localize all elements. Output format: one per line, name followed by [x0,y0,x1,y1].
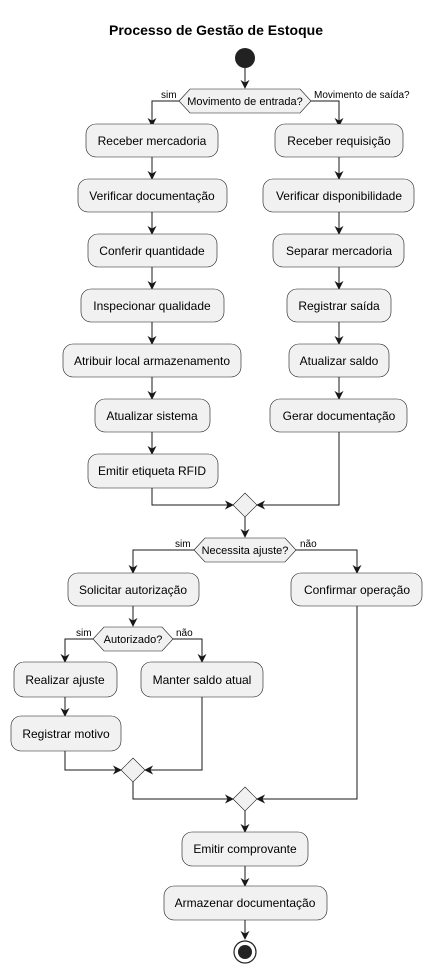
activity-label: Realizar ajuste [25,673,105,687]
activity-label: Registrar motivo [22,727,110,741]
edge-decision2-no [296,549,362,574]
edge-s6-merge1 [256,432,340,510]
activity-label: Atribuir local armazenamento [74,354,230,368]
activity-inspecionar-qualidade: Inspecionar qualidade [80,288,225,323]
activity-label: Emitir etiqueta RFID [98,464,206,478]
activity-armazenar-documentacao: Armazenar documentação [163,885,328,921]
merge-node-1 [232,492,258,518]
edge-decision2-yes [128,549,194,574]
activity-atualizar-saldo: Atualizar saldo [288,343,390,378]
activity-realizar-ajuste: Realizar ajuste [13,661,118,698]
diagram-title: Processo de Gestão de Estoque [109,22,323,38]
activity-label: Atualizar sistema [106,409,198,423]
activity-label: Conferir quantidade [99,244,205,258]
activity-label: Armazenar documentação [175,896,316,910]
edge-e7-merge1 [151,488,234,510]
activity-label: Separar mercadoria [286,244,392,258]
decision-necessita-ajuste: Necessita ajuste? [193,537,297,563]
activity-emitir-comprovante: Emitir comprovante [181,831,309,867]
decision-movimento-entrada: Movimento de entrada? [178,88,312,114]
decision1-no-label: Movimento de saída? [314,90,410,101]
decision3-question: Autorizado? [104,634,163,646]
activity-solicitar-autorizacao: Solicitar autorização [67,572,200,607]
activity-label: Solicitar autorização [79,583,187,597]
decision1-question: Movimento de entrada? [187,96,303,108]
activity-atribuir-local: Atribuir local armazenamento [62,343,242,378]
activity-label: Receber requisição [287,134,391,148]
decision1-yes-label: sim [161,90,177,101]
activity-label: Atualizar saldo [300,354,379,368]
decision-autorizado: Autorizado? [92,626,174,652]
edge-merge2-merge3 [132,782,234,804]
activity-manter-saldo: Manter saldo atual [140,661,264,698]
decision3-yes-label: sim [76,628,92,639]
activity-receber-mercadoria: Receber mercadoria [85,123,219,158]
activity-registrar-motivo: Registrar motivo [10,715,122,752]
activity-label: Gerar documentação [283,409,396,423]
activity-conferir-quantidade: Conferir quantidade [87,233,218,268]
activity-label: Emitir comprovante [193,842,297,856]
decision2-yes-label: sim [175,539,191,550]
start-node [235,48,255,68]
edge-confirmar-merge3 [256,606,358,804]
edge-decision3-no [173,638,207,663]
activity-separar-mercadoria: Separar mercadoria [272,233,405,268]
decision3-no-label: não [176,628,193,639]
merge-node-2 [120,757,146,783]
activity-receber-requisicao: Receber requisição [274,123,404,158]
activity-label: Receber mercadoria [98,134,207,148]
decision2-question: Necessita ajuste? [202,545,289,557]
edge-decision3-yes [60,638,93,663]
activity-gerar-documentacao: Gerar documentação [269,398,408,433]
decision2-no-label: não [300,539,317,550]
merge-node-3 [232,786,258,812]
activity-registrar-saida: Registrar saída [286,288,392,323]
edge-manter-merge2 [144,697,203,775]
activity-label: Confirmar operação [304,583,410,597]
activity-label: Verificar disponibilidade [276,189,402,203]
edge-registrar-merge2 [64,751,122,775]
activity-verificar-documentacao: Verificar documentação [77,178,228,213]
edge-decision1-yes [147,100,179,127]
edge-decision1-no [311,100,344,127]
edges [60,68,362,940]
activity-label: Manter saldo atual [153,673,252,687]
activity-atualizar-sistema: Atualizar sistema [94,398,211,433]
activity-label: Inspecionar qualidade [93,299,211,313]
activity-label: Registrar saída [298,299,380,313]
activity-verificar-disponibilidade: Verificar disponibilidade [262,178,415,213]
end-node [233,940,257,964]
activity-confirmar-operacao: Confirmar operação [290,572,423,607]
activity-emitir-etiqueta: Emitir etiqueta RFID [87,453,219,489]
activity-label: Verificar documentação [89,189,215,203]
